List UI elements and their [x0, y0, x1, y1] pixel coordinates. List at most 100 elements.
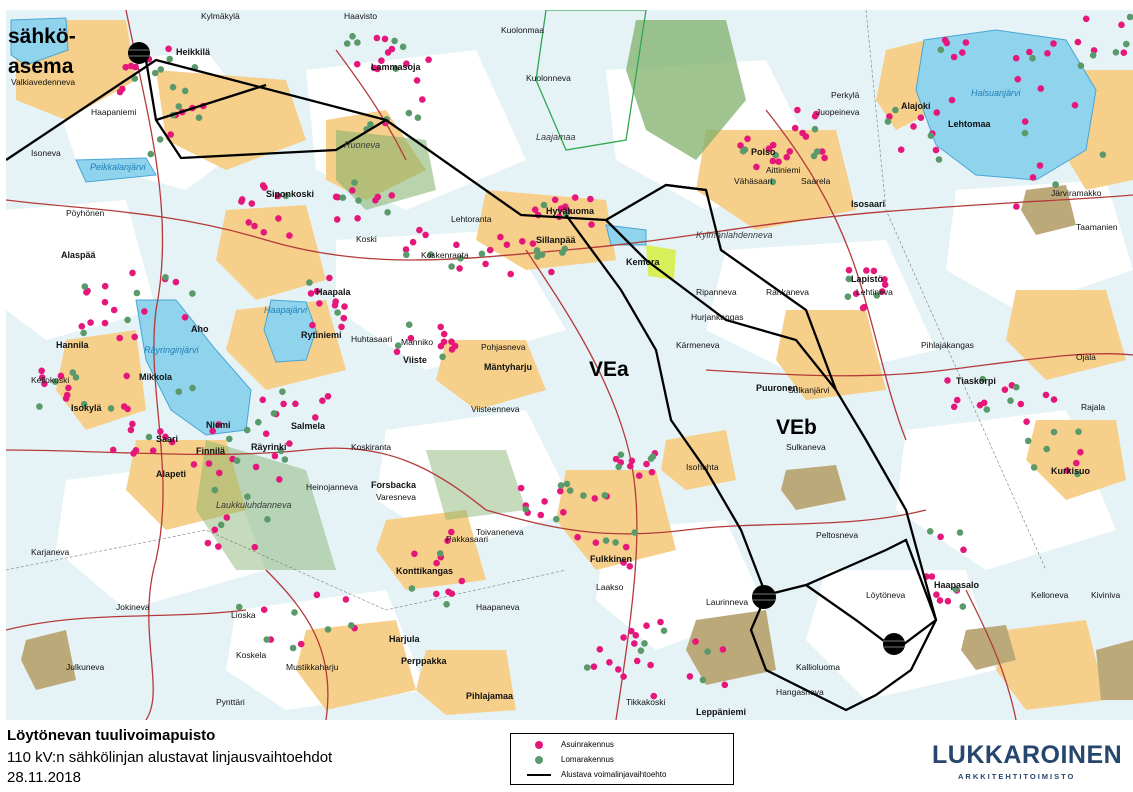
residential-building-dot: [458, 577, 466, 585]
connection-point-veb[interactable]: [883, 633, 905, 655]
settlement-label-mikkola: Mikkola: [139, 372, 173, 382]
residential-building-dot: [437, 342, 445, 350]
residential-building-dot: [497, 233, 504, 241]
powerline-east-start: [665, 183, 838, 391]
place-label-aittiniemi: Aittiniemi: [766, 165, 801, 175]
holiday-building-dot: [189, 290, 196, 297]
holiday-building-dot: [243, 426, 251, 434]
residential-building-dot: [620, 559, 627, 566]
place-label-juopeineva: Juopeineva: [816, 107, 860, 117]
holiday-building-dot: [1029, 54, 1036, 62]
map-area[interactable]: sähkö- asema VEa VEb Halsuanjärvi Räyrin…: [6, 10, 1133, 720]
residential-building-dot: [1071, 101, 1079, 109]
residential-building-dot: [870, 267, 878, 275]
holiday-building-dot: [583, 664, 591, 671]
residential-building-dot: [537, 511, 545, 519]
residential-building-dot: [482, 260, 489, 268]
residential-building-dot: [123, 372, 130, 380]
holiday-building-dot: [704, 648, 711, 655]
residential-building-dot: [1037, 85, 1045, 92]
holiday-building-dot: [343, 40, 351, 47]
holiday-building-dot: [169, 83, 177, 91]
place-label-mustikkaharju: Mustikkaharju: [286, 662, 339, 672]
residential-building-dot: [262, 430, 270, 438]
residential-building-dot: [101, 319, 109, 327]
residential-building-dot: [879, 288, 886, 295]
residential-building-dot: [275, 215, 282, 222]
place-label-haapaniemi: Haapaniemi: [91, 107, 136, 117]
settlement-label-konttikangas: Konttikangas: [396, 566, 453, 576]
residential-building-dot: [251, 543, 259, 551]
residential-building-dot: [388, 45, 396, 53]
settlement-label-leppäniemi: Leppäniemi: [696, 707, 746, 717]
residential-building-dot: [129, 269, 136, 277]
holiday-building-dot: [562, 210, 570, 217]
settlement-labels: HeikkiläLammasojaSiponkoskiAlaspääAhoHan…: [56, 47, 1091, 717]
holiday-building-dot: [324, 626, 332, 633]
place-label-lioska: Lioska: [231, 610, 256, 620]
holiday-building-dot: [1043, 445, 1050, 453]
holiday-building-dot: [235, 603, 243, 611]
residential-building-dot: [933, 591, 940, 598]
place-label-heinojanneva: Heinojanneva: [306, 482, 358, 492]
residential-dot-icon: [535, 741, 543, 749]
settlement-label-salmela: Salmela: [291, 421, 326, 431]
residential-building-dot: [370, 64, 378, 72]
residential-building-dot: [453, 241, 460, 249]
residential-building-dot: [204, 539, 212, 547]
residential-building-dot: [286, 232, 293, 239]
residential-building-dot: [557, 487, 564, 495]
residential-building-dot: [1063, 467, 1071, 474]
map-canvas[interactable]: sähkö- asema VEa VEb Halsuanjärvi Räyrin…: [6, 10, 1133, 720]
settlement-label-finnilä: Finnilä: [196, 446, 226, 456]
place-label-sulkaneva: Sulkaneva: [786, 442, 826, 452]
residential-building-dot: [486, 246, 494, 254]
residential-building-dot: [433, 559, 440, 567]
residential-building-dot: [744, 135, 751, 143]
place-label-hurjankangas: Hurjankangas: [691, 312, 743, 322]
holiday-building-dot: [935, 156, 943, 163]
holiday-building-dot: [557, 482, 565, 489]
residential-building-dot: [596, 646, 604, 653]
connection-point-vea[interactable]: [752, 585, 776, 609]
holiday-building-dot: [72, 374, 80, 381]
place-label-viisteenneva: Viisteenneva: [471, 404, 520, 414]
substation-marker[interactable]: [128, 42, 150, 64]
holiday-building-dot: [1123, 40, 1130, 48]
holiday-building-dot: [1112, 49, 1120, 56]
holiday-building-dot: [351, 179, 358, 186]
residential-building-dot: [319, 397, 326, 405]
place-label-isohuhta: Isohuhta: [686, 462, 719, 472]
place-label-lehtineva: Lehtineva: [856, 287, 893, 297]
route-label-veb: VEb: [776, 416, 817, 439]
residential-building-dot: [172, 278, 180, 286]
lake-label-rayringinjarvi: Räyringinjärvi: [144, 345, 200, 355]
holiday-building-dot: [52, 378, 59, 386]
legend-item-residential: Asuinrakennus: [511, 738, 733, 752]
residential-building-dot: [456, 265, 463, 272]
holiday-building-dot: [289, 644, 297, 652]
residential-building-dot: [799, 129, 806, 137]
settlement-label-aho: Aho: [191, 324, 209, 334]
company-logo: LUKKAROINEN ARKKITEHTITOIMISTO: [932, 741, 1122, 781]
holiday-building-dot: [384, 209, 391, 216]
residential-building-dot: [615, 666, 622, 673]
residential-building-dot: [633, 657, 641, 665]
residential-building-dot: [881, 281, 889, 289]
residential-building-dot: [38, 367, 45, 375]
holiday-building-dot: [279, 388, 286, 396]
residential-building-dot: [419, 96, 426, 103]
settlement-label-pihlajamaa: Pihlajamaa: [466, 691, 514, 701]
holiday-building-dot: [811, 125, 819, 133]
residential-building-dot: [1120, 49, 1128, 56]
residential-building-dot: [38, 374, 46, 381]
residential-building-dot: [1012, 54, 1020, 62]
holiday-building-dot: [394, 342, 402, 349]
residential-building-dot: [910, 123, 917, 130]
residential-building-dot: [571, 194, 579, 201]
residential-building-dot: [413, 77, 421, 84]
residential-building-dot: [324, 393, 332, 400]
holiday-building-dot: [80, 400, 88, 408]
residential-building-dot: [116, 334, 123, 342]
residential-building-dot: [503, 241, 511, 248]
